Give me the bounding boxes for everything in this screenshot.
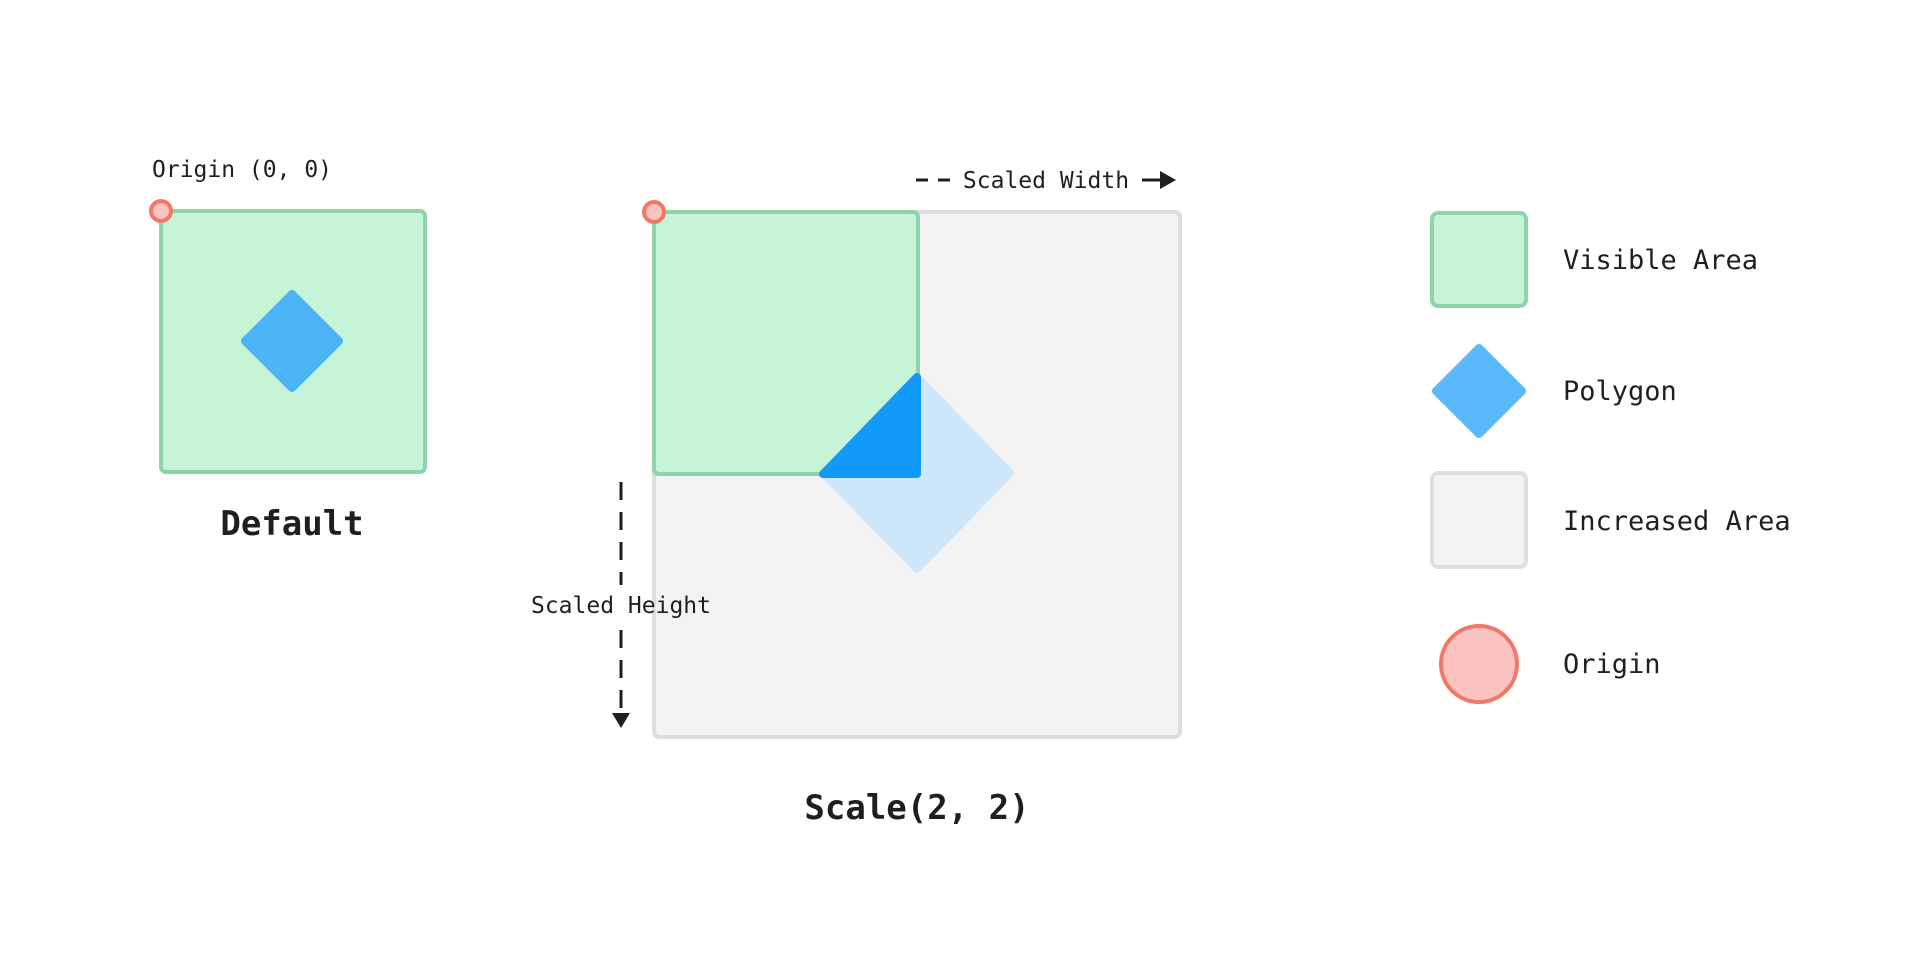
legend-label-origin: Origin bbox=[1563, 649, 1661, 680]
legend-item-polygon: Polygon bbox=[1432, 344, 1677, 438]
scaled-visible-area bbox=[652, 210, 920, 476]
legend-item-visible-area: Visible Area bbox=[1430, 211, 1758, 308]
polygon-diamond-icon bbox=[1432, 344, 1526, 438]
legend-item-origin: Origin bbox=[1439, 624, 1661, 704]
scaled-height-arrow bbox=[612, 482, 630, 728]
scaled-height-label: Scaled Height bbox=[531, 593, 711, 619]
legend: Visible Area Polygon Increased Area Orig… bbox=[1430, 211, 1791, 704]
origin-circle-icon bbox=[1439, 624, 1519, 704]
legend-item-increased-area: Increased Area bbox=[1430, 471, 1791, 569]
scaled-polygon-clipped bbox=[819, 373, 921, 478]
scaled-panel: Scaled Width Scaled Height Scale(2, 2) bbox=[531, 168, 1182, 828]
legend-label-visible-area: Visible Area bbox=[1563, 245, 1758, 276]
scaled-width-arrow bbox=[916, 171, 1176, 189]
default-panel: Origin (0, 0) Default bbox=[149, 157, 427, 544]
scaled-caption: Scale(2, 2) bbox=[804, 788, 1029, 828]
legend-label-polygon: Polygon bbox=[1563, 376, 1677, 407]
increased-area-swatch bbox=[1430, 471, 1528, 569]
default-caption: Default bbox=[220, 504, 363, 544]
origin-label: Origin (0, 0) bbox=[152, 157, 332, 183]
visible-area-swatch bbox=[1430, 211, 1528, 308]
scaled-origin-marker bbox=[642, 200, 666, 224]
legend-label-increased-area: Increased Area bbox=[1563, 506, 1791, 537]
scaled-width-label: Scaled Width bbox=[963, 168, 1129, 194]
default-origin-marker bbox=[149, 199, 173, 223]
default-polygon bbox=[241, 290, 343, 392]
